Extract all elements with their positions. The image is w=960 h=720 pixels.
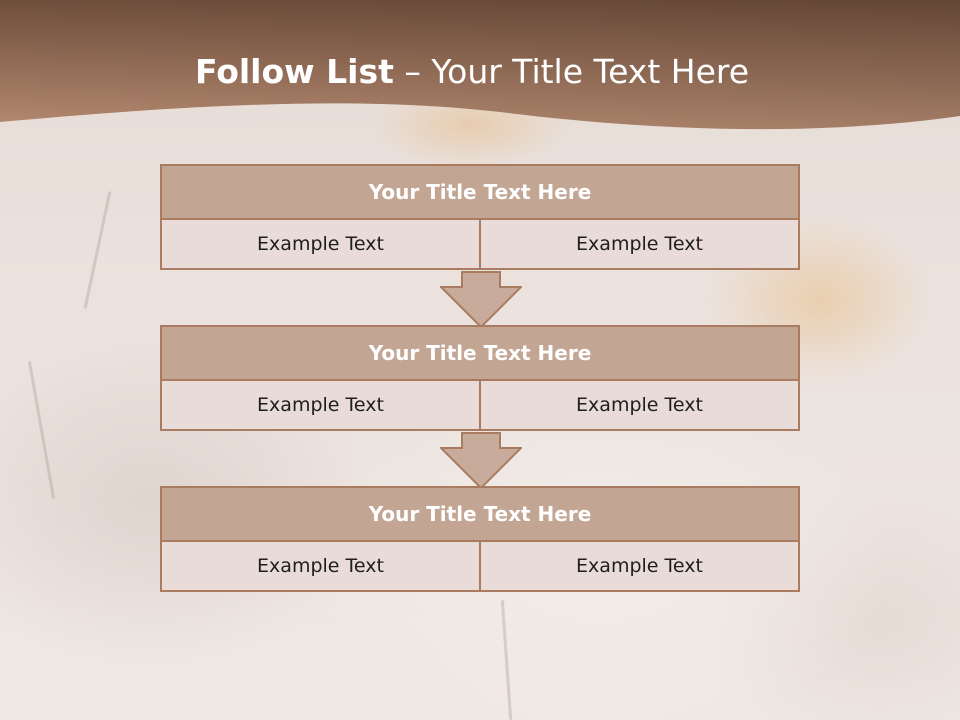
step-title: Your Title Text Here bbox=[160, 164, 800, 220]
step-title: Your Title Text Here bbox=[160, 325, 800, 381]
step-row: Example Text Example Text bbox=[160, 220, 800, 270]
step-cell-right: Example Text bbox=[479, 381, 800, 431]
step-row: Example Text Example Text bbox=[160, 542, 800, 592]
step-cell-right: Example Text bbox=[479, 542, 800, 592]
step-box-1: Your Title Text Here Example Text Exampl… bbox=[160, 164, 800, 270]
step-box-3: Your Title Text Here Example Text Exampl… bbox=[160, 486, 800, 592]
down-arrow-icon bbox=[440, 271, 522, 329]
title-bold: Follow List bbox=[194, 52, 394, 91]
step-cell-right: Example Text bbox=[479, 220, 800, 270]
step-cell-left: Example Text bbox=[160, 381, 481, 431]
step-row: Example Text Example Text bbox=[160, 381, 800, 431]
down-arrow-icon bbox=[440, 432, 522, 490]
page-title: Follow List – Your Title Text Here bbox=[0, 52, 944, 91]
header-band bbox=[0, 0, 960, 130]
step-box-2: Your Title Text Here Example Text Exampl… bbox=[160, 325, 800, 431]
step-cell-left: Example Text bbox=[160, 220, 481, 270]
title-rest: – Your Title Text Here bbox=[393, 52, 750, 91]
step-title: Your Title Text Here bbox=[160, 486, 800, 542]
step-cell-left: Example Text bbox=[160, 542, 481, 592]
